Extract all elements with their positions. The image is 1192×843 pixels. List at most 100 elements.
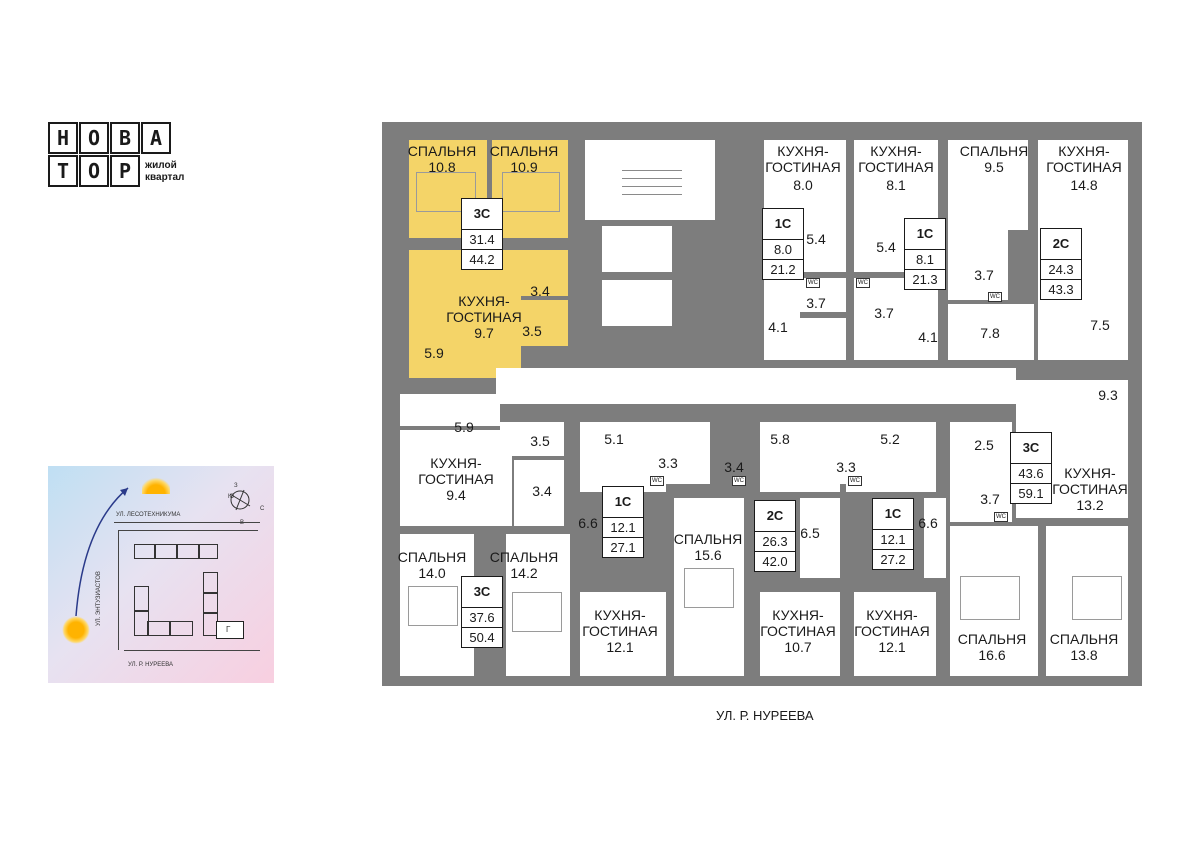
room-area: 7.8: [980, 325, 1000, 341]
room-hall[interactable]: [906, 278, 938, 360]
room-area: 3.7: [806, 295, 826, 311]
bed-icon: [408, 586, 458, 626]
room-area: 3.7: [974, 267, 994, 283]
room-area: 15.6: [694, 547, 722, 563]
room-kitchen-living[interactable]: [409, 250, 521, 378]
street-label: УЛ. Р. НУРЕЕВА: [716, 708, 814, 723]
room-hall[interactable]: [800, 498, 840, 578]
room-bathroom[interactable]: [948, 230, 1008, 300]
sun-path: [75, 487, 129, 617]
logo-letter: О: [79, 155, 109, 187]
room-area: 3.7: [980, 491, 1000, 507]
room-label: СПАЛЬНЯ: [407, 143, 477, 159]
bed-icon: [502, 172, 560, 212]
room-bathroom[interactable]: [800, 318, 846, 360]
room-area: 8.1: [886, 177, 906, 193]
sun-icon: [62, 616, 90, 644]
compass-icon: [229, 489, 251, 511]
room-area: 6.5: [800, 525, 820, 541]
room-bathroom[interactable]: [650, 422, 710, 484]
room-label: ГОСТИНАЯ: [854, 623, 930, 639]
street-label: УЛ. ЛЕСОТЕХНИКУМА: [116, 512, 181, 518]
wc-tag: WC: [650, 476, 664, 486]
room-hall[interactable]: [924, 498, 946, 578]
section-label: Г: [226, 625, 231, 634]
room-area: 3.4: [530, 283, 550, 299]
room-label: КУХНЯ-: [866, 607, 918, 623]
stairwell: [585, 140, 715, 220]
room-area: 14.8: [1070, 177, 1098, 193]
room-label: КУХНЯ-: [772, 607, 824, 623]
room-bedroom[interactable]: [950, 526, 1038, 676]
room-bathroom[interactable]: [510, 250, 568, 296]
bed-icon: [416, 172, 476, 212]
elevator: [602, 226, 672, 272]
room-kitchen-living[interactable]: [400, 430, 512, 526]
room-label: СПАЛЬНЯ: [1049, 631, 1119, 647]
room-label: КУХНЯ-: [458, 293, 510, 309]
room-bedroom[interactable]: [1046, 526, 1128, 676]
bed-icon: [684, 568, 734, 608]
room-area: 3.3: [658, 455, 678, 471]
room-bedroom[interactable]: [506, 534, 570, 676]
room-kitchen-living[interactable]: [580, 592, 666, 676]
room-label: ГОСТИНАЯ: [1052, 481, 1128, 497]
room-area: 2.5: [974, 437, 994, 453]
room-area: 6.6: [918, 515, 938, 531]
room-label: ГОСТИНАЯ: [760, 623, 836, 639]
room-area: 14.0: [418, 565, 446, 581]
room-bedroom[interactable]: [674, 498, 744, 676]
room-kitchen-living[interactable]: [854, 592, 936, 676]
location-minimap: З С В Ю УЛ. ЛЕСОТЕХНИКУМА УЛ. ЭНТУЗИАСТО…: [48, 466, 274, 683]
room-hall[interactable]: [950, 422, 1012, 468]
room-label: 10.9: [510, 159, 538, 175]
street-label: УЛ. ЭНТУЗИАСТОВ: [96, 571, 102, 626]
room-label: ГОСТИНАЯ: [1046, 159, 1122, 175]
sun-icon: [142, 476, 170, 494]
elevator: [602, 280, 672, 326]
room-bedroom[interactable]: [948, 140, 1028, 230]
room-area: 7.5: [1090, 317, 1110, 333]
room-label: ГОСТИНАЯ: [582, 623, 658, 639]
room-hall[interactable]: [510, 300, 568, 346]
room-hall[interactable]: [948, 304, 1034, 360]
room-area: 6.6: [578, 515, 598, 531]
room-hall[interactable]: [764, 278, 800, 360]
room-bathroom[interactable]: [514, 460, 564, 526]
room-hall[interactable]: [400, 394, 500, 426]
room-bedroom[interactable]: [492, 140, 568, 238]
room-bathroom[interactable]: [854, 278, 906, 360]
room-area: 8.0: [793, 177, 813, 193]
room-area: 5.2: [880, 431, 900, 447]
room-label: КУХНЯ-: [1064, 465, 1116, 481]
room-area: 12.1: [606, 639, 634, 655]
room-label: КУХНЯ-: [430, 455, 482, 471]
room-label: СПАЛЬНЯ: [489, 549, 559, 565]
room-area: 9.5: [984, 159, 1004, 175]
room-label: СПАЛЬНЯ: [957, 631, 1027, 647]
room-area: 5.8: [770, 431, 790, 447]
room-kitchen-living[interactable]: [760, 592, 840, 676]
logo-subtitle: квартал: [145, 172, 185, 183]
bed-icon: [1072, 576, 1122, 620]
room-label: КУХНЯ-: [777, 143, 829, 159]
room-label: ГОСТИНАЯ: [418, 471, 494, 487]
room-area: 10.8: [428, 159, 456, 175]
room-area: 9.4: [446, 487, 466, 503]
room-area: 5.4: [876, 239, 896, 255]
room-area: 5.9: [424, 345, 444, 361]
room-label: КУХНЯ-: [1058, 143, 1110, 159]
room-area: 9.3: [1098, 387, 1118, 403]
room-area: 12.1: [878, 639, 906, 655]
room-area: 14.2: [510, 565, 538, 581]
